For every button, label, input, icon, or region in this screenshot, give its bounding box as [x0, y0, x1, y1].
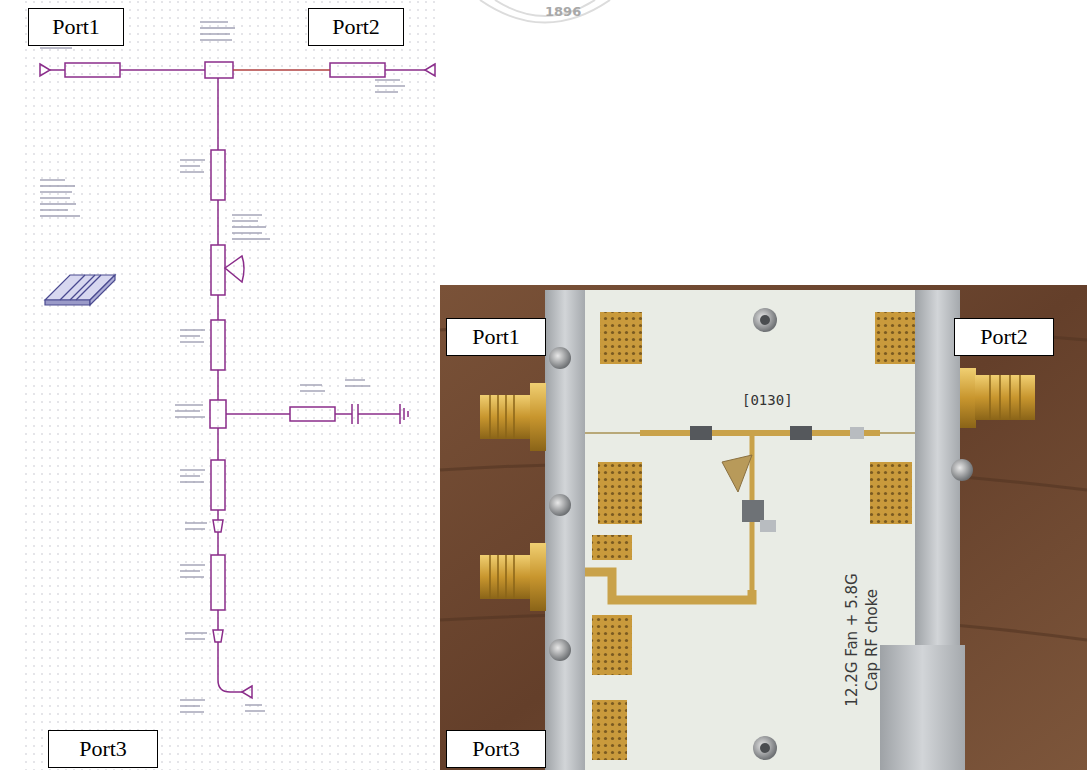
watermark-emblem — [480, 0, 610, 23]
schematic — [20, 0, 440, 770]
port-label: Port2 — [980, 324, 1028, 350]
watermark: 1896 — [545, 4, 581, 19]
port-label-box: Port3 — [446, 730, 546, 768]
port-label-box: Port2 — [954, 318, 1054, 356]
port-label-box: Port1 — [28, 8, 124, 46]
board-note: Cap RF choke — [863, 589, 881, 691]
board-note: 12.2G Fan + 5.8G — [843, 573, 861, 706]
pcb-photo — [440, 285, 1087, 770]
port-label: Port1 — [472, 324, 520, 350]
port-label-box: Port1 — [446, 318, 546, 356]
port-label-box: Port3 — [48, 730, 158, 768]
port-label: Port2 — [332, 14, 380, 40]
port-label: Port1 — [52, 14, 100, 40]
substrate-icon — [45, 275, 115, 305]
board-id: [0130] — [742, 392, 793, 408]
port-label: Port3 — [79, 736, 127, 762]
port-label-box: Port2 — [308, 8, 404, 46]
port-label: Port3 — [472, 736, 520, 762]
